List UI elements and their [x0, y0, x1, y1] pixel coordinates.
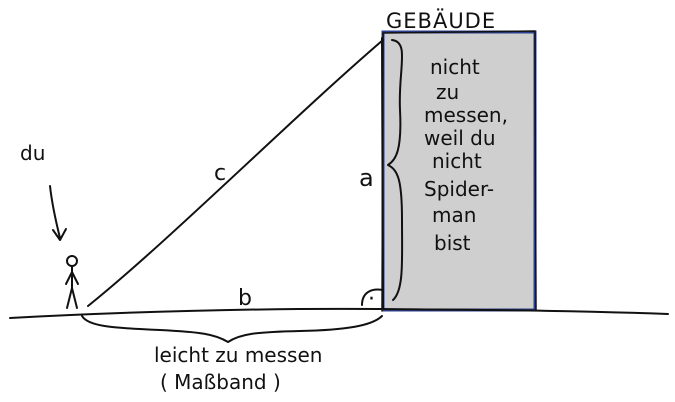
base-note-line-2: ( Maßband ) — [160, 370, 281, 394]
base-note-line-1: leicht zu messen — [154, 343, 322, 367]
ground-line — [9, 307, 669, 319]
building-note-line-5: nicht — [432, 149, 482, 173]
you-label: du — [20, 141, 45, 165]
building — [381, 30, 537, 312]
building-note-line-3: messen, — [424, 103, 508, 127]
building-note-line-6: Spider- — [424, 177, 494, 201]
person-head — [66, 255, 78, 267]
building-note-line-2: zu — [436, 80, 459, 104]
right-angle-dot: · — [368, 287, 375, 312]
hypotenuse-label: c — [214, 161, 226, 186]
building-title: GEBÄUDE — [386, 8, 496, 33]
building-note: nicht zu messen, weil du nicht Spider- m… — [424, 55, 508, 255]
building-brace — [387, 39, 404, 301]
person-body — [65, 265, 79, 309]
height-label: a — [359, 164, 374, 192]
building-note-line-7: man — [432, 203, 476, 227]
height-line — [381, 37, 384, 309]
hypotenuse-line — [87, 39, 384, 307]
building-note-line-1: nicht — [430, 55, 480, 79]
right-angle-mark — [361, 288, 384, 306]
base-brace — [81, 315, 383, 343]
building-body — [381, 30, 537, 312]
you-arrow — [49, 185, 67, 241]
base-label: b — [238, 286, 252, 311]
building-note-line-8: bist — [434, 231, 471, 255]
building-note-line-4: weil du — [424, 126, 496, 150]
person — [65, 255, 79, 309]
